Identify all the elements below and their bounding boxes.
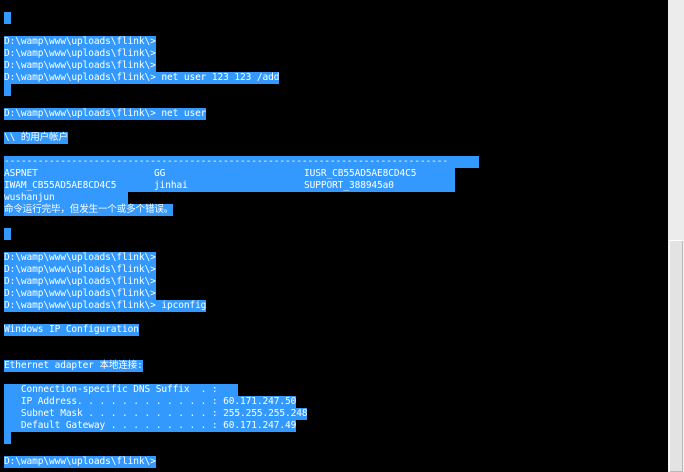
command-ipconfig: D:\wamp\www\uploads\flink\> ipconfig: [4, 300, 207, 312]
user-name: SUPPORT_388945a0: [304, 180, 394, 191]
prompt-line: D:\wamp\www\uploads\flink\>: [4, 288, 156, 300]
command-net-user: D:\wamp\www\uploads\flink\> net user: [4, 108, 207, 120]
final-prompt-line: D:\wamp\www\uploads\flink\>: [4, 456, 156, 468]
user-accounts-header: \\ 的用户帐户: [4, 132, 68, 144]
error-message: 命令运行完毕，但发生一个或多个错误。: [4, 204, 174, 216]
prompt-line: D:\wamp\www\uploads\flink\>: [4, 276, 156, 288]
command-net-user-add: D:\wamp\www\uploads\flink\> net user 123…: [4, 72, 280, 84]
cursor-block: [4, 84, 11, 96]
default-gateway-line: Default Gateway . . . . . . . . . : 60.1…: [4, 420, 297, 432]
prompt-line: D:\wamp\www\uploads\flink\>: [4, 36, 156, 48]
separator-line: ----------------------------------------…: [4, 156, 479, 168]
user-name: GG: [154, 168, 166, 179]
cursor-block: [4, 432, 11, 444]
ip-address-line: IP Address. . . . . . . . . . . . : 60.1…: [4, 396, 297, 408]
user-name: IUSR_CB55AD5AE8CD4C5: [304, 168, 417, 179]
user-row: ASPNET GG IUSR_CB55AD5AE8CD4C5: [4, 168, 455, 180]
prompt-line: D:\wamp\www\uploads\flink\>: [4, 60, 156, 72]
dns-suffix-line: Connection-specific DNS Suffix . :: [4, 384, 238, 396]
user-row: IWAM_CB55AD5AE8CD4C5 jinhai SUPPORT_3889…: [4, 180, 455, 192]
cursor-block: [4, 228, 11, 240]
cursor-block: [4, 12, 11, 24]
user-name: ASPNET: [4, 168, 38, 179]
adapter-title: Ethernet adapter 本地连接:: [4, 360, 143, 372]
console-output[interactable]: D:\wamp\www\uploads\flink\> D:\wamp\www\…: [0, 0, 668, 472]
vertical-scrollbar[interactable]: [668, 0, 684, 472]
prompt-line: D:\wamp\www\uploads\flink\>: [4, 252, 156, 264]
scrollbar-track[interactable]: [668, 0, 684, 240]
scrollbar-thumb[interactable]: [669, 240, 683, 472]
user-name: jinhai: [154, 180, 188, 191]
ip-config-title: Windows IP Configuration: [4, 324, 139, 336]
user-row: wushanjun: [4, 192, 128, 204]
user-name: IWAM_CB55AD5AE8CD4C5: [4, 180, 117, 191]
subnet-mask-line: Subnet Mask . . . . . . . . . . . : 255.…: [4, 408, 308, 420]
user-name: wushanjun: [4, 192, 55, 203]
prompt-line: D:\wamp\www\uploads\flink\>: [4, 48, 156, 60]
prompt-line: D:\wamp\www\uploads\flink\>: [4, 264, 156, 276]
